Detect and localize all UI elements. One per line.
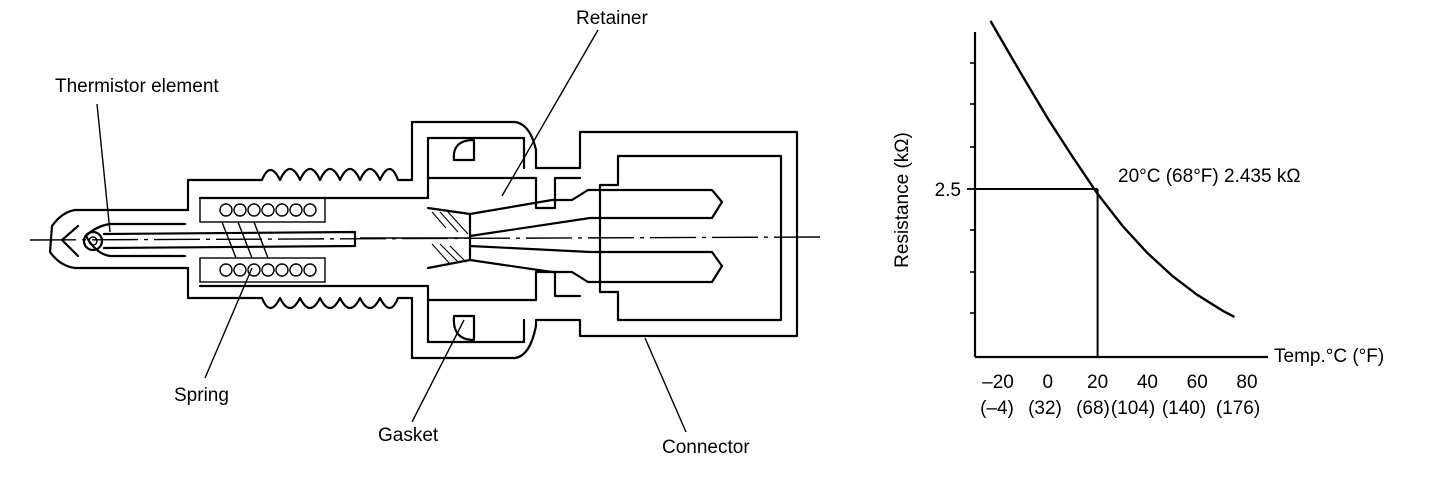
x-tick-label-f: (140)	[1162, 398, 1206, 419]
inner-housing-lower	[198, 270, 582, 302]
terminal-pin-bottom	[468, 244, 724, 284]
x-axis-label: Temp.°C (°F)	[1274, 346, 1384, 367]
probe-tip-cone	[60, 224, 80, 258]
gasket-shape-bottom	[452, 314, 476, 342]
inner-step	[426, 136, 526, 180]
label-spring: Spring	[174, 385, 229, 406]
label-gasket: Gasket	[378, 425, 439, 446]
thermistor-lead	[102, 230, 357, 250]
resistance-chart: 2.5 Resistance (kΩ) Temp.°C (°F) –20 (–4) 0 (3…	[892, 20, 1384, 419]
probe-tip-body	[48, 208, 190, 270]
inner-housing	[198, 176, 582, 210]
y-axis-label: Resistance (kΩ)	[892, 132, 913, 268]
x-tick-label-f: (104)	[1111, 398, 1155, 419]
label-connector: Connector	[662, 437, 750, 458]
lead-hatching	[431, 211, 469, 265]
x-tick-label-c: 0	[1043, 372, 1054, 393]
inner-step-lower	[426, 298, 526, 344]
resistance-curve	[989, 20, 1236, 318]
x-tick-label-c: –20	[982, 372, 1014, 393]
label-thermistor-element: Thermistor element	[55, 76, 219, 97]
leader-connector	[644, 337, 687, 433]
x-tick-label-f: (–4)	[980, 398, 1014, 419]
x-tick-label-f: (176)	[1216, 398, 1260, 419]
x-tick-label-c: 20	[1087, 372, 1108, 393]
thread-body-top	[186, 120, 799, 360]
annotation-label: 20°C (68°F) 2.435 kΩ	[1118, 166, 1301, 187]
leader-retainer	[501, 29, 599, 197]
lead-hatch-region	[426, 206, 472, 270]
gasket-shape-top	[452, 138, 476, 162]
x-tick-label-c: 60	[1187, 372, 1208, 393]
x-tick-label-c: 80	[1236, 372, 1257, 393]
sensor-cross-section: Thermistor element Retainer Spring Gaske…	[29, 8, 823, 458]
thermistor-element	[82, 230, 104, 252]
terminal-pin-top	[468, 188, 724, 238]
x-tick-label-f: (32)	[1028, 398, 1062, 419]
connector-inner	[598, 154, 783, 322]
leader-thermistor	[96, 103, 111, 233]
leader-spring	[204, 267, 253, 379]
leader-gasket	[411, 319, 465, 423]
x-tick-label-f: (68)	[1076, 398, 1110, 419]
thermistor-element-core	[88, 236, 98, 246]
x-tick-label-c: 40	[1137, 372, 1158, 393]
spring-coils	[199, 197, 326, 283]
label-retainer: Retainer	[576, 8, 648, 29]
y-tick-label: 2.5	[935, 180, 961, 201]
